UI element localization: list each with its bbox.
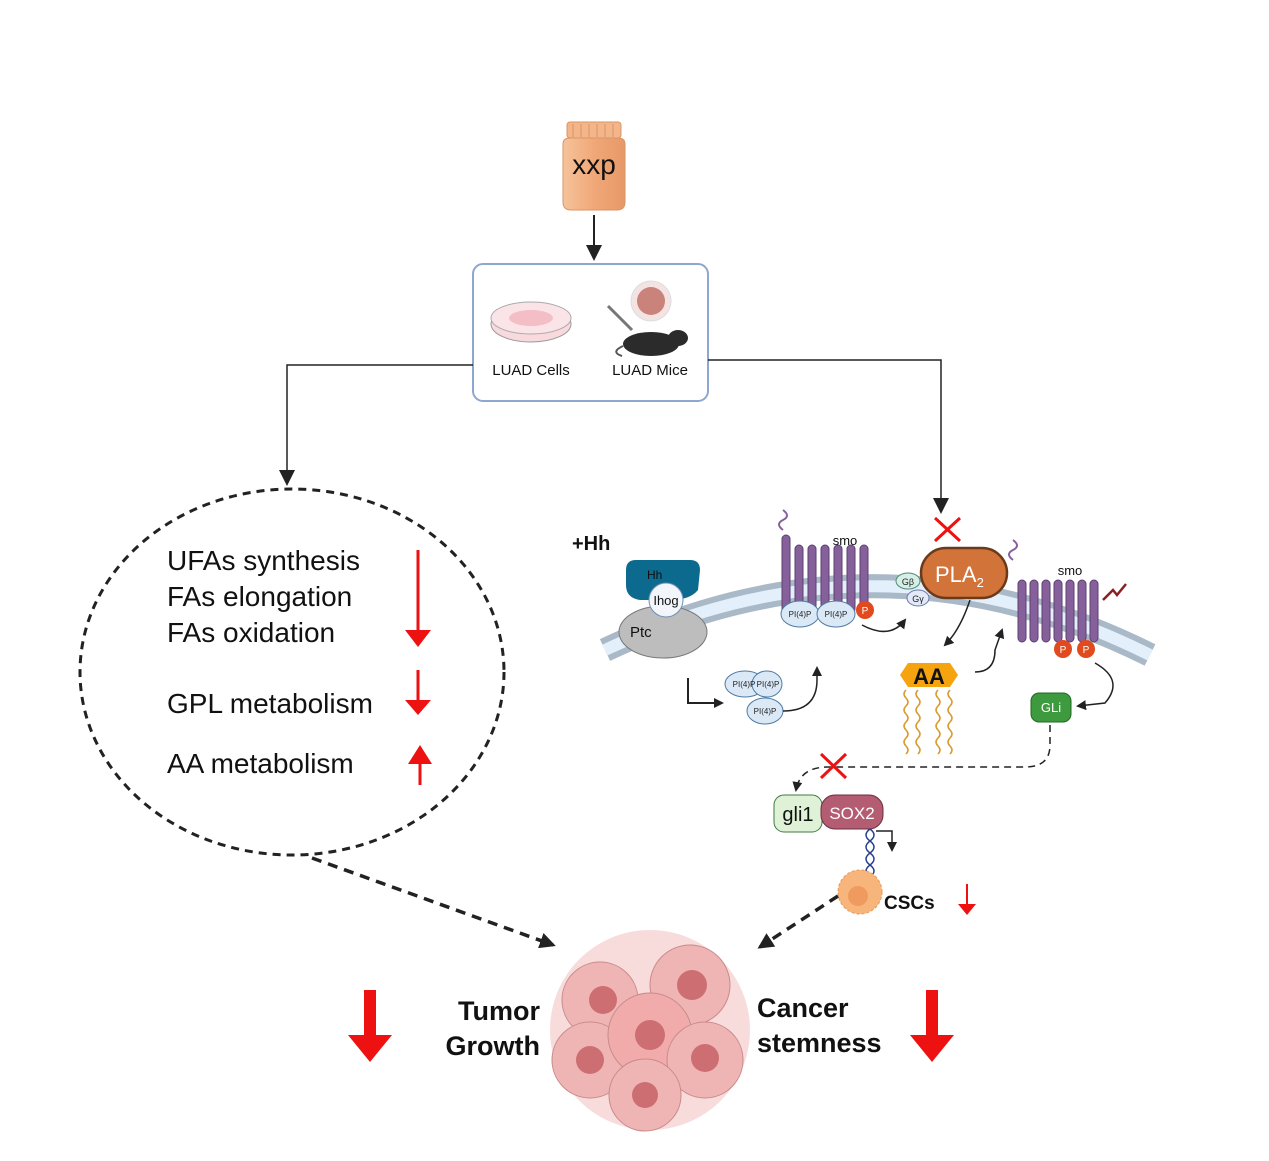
transcription-arrow [876,830,897,852]
cancer-stem-cell-icon [837,869,883,915]
metabolism-gpl: GPL metabolism [167,688,373,719]
phospho-site [856,601,874,619]
mouse-icon [606,280,688,357]
tumor-growth-label: Growth [446,1031,541,1061]
ihog-label: Ihog [653,593,678,608]
arrow-smo2-to-gli [1076,662,1114,711]
g-gamma [906,589,930,607]
cancer-stemness-label: Cancer [757,993,849,1023]
g-beta-label: Gβ [902,577,914,587]
pi4p-label: PI(4)P [825,610,848,619]
pi4p-label: PI(4)P [733,680,756,689]
ihog-protein [648,582,684,618]
sox2-label: SOX2 [829,804,874,823]
arrow-models-to-metabolism [279,364,473,486]
inhibition-x-icon [819,752,848,780]
phospho-site [1054,640,1072,658]
phospho-label: P [862,606,869,617]
smo1-label: smo [833,533,858,548]
smo2-label: smo [1058,563,1083,578]
arrow-pi4p-to-smo [782,666,822,712]
arrow-aa-to-smo2 [974,628,1005,673]
arrow-models-to-pathway [708,359,949,514]
metabolism-fas-elongation: FAs elongation [167,581,352,612]
pla2-label: PLA2 [935,562,984,590]
down-arrow-icon [405,550,431,647]
g-beta [895,572,921,590]
hh-stimulus-label: +Hh [572,533,610,555]
pi4p-cluster [724,670,784,725]
drug-bottle-icon [562,121,626,211]
activation-zigzag-icon [1102,583,1127,601]
cscs-label: CSCs [884,893,935,914]
down-arrow-icon [348,990,392,1062]
arrow-ptc-to-pi4p [687,678,724,708]
cancer-stemness-label: stemness [757,1028,882,1058]
tumor-cluster-icon [550,930,750,1132]
pi4p-label: PI(4)P [757,680,780,689]
metabolism-fas-oxidation: FAs oxidation [167,617,335,648]
down-arrow-icon [405,670,431,715]
inhibition-x-icon [933,516,962,543]
g-gamma-label: Gγ [912,594,924,604]
gli1-label: gli1 [782,804,813,826]
hh-label: Hh [647,568,662,582]
luad-mice-label: LUAD Mice [612,362,688,379]
fatty-acid-chains [903,689,953,755]
aa-label: AA [913,664,945,689]
hh-ligand [626,560,700,600]
gli-protein [1030,692,1072,723]
smo-receptor-2 [1008,539,1099,643]
metabolism-ufas: UFAs synthesis [167,545,360,576]
phospho-site [1077,640,1095,658]
petri-dish-icon [490,301,572,343]
down-arrow-icon [910,990,954,1062]
metabolism-ellipse [78,487,506,857]
arrow-cscs-to-tumor [757,894,839,949]
phospho-label: P [1060,645,1067,656]
sox2-protein [820,794,884,830]
ptc-label: Ptc [630,624,652,641]
aa-molecule [900,663,958,687]
arrow-pla2-to-aa [943,599,971,647]
pi4p-label: PI(4)P [789,610,812,619]
arrow-metabolism-to-tumor [311,856,556,949]
luad-cells-label: LUAD Cells [492,362,570,379]
pi4p-bound [816,600,856,628]
phospho-label: P [1083,645,1090,656]
drug-label: xxp [572,149,616,180]
up-arrow-icon [408,745,432,785]
tumor-growth-label: Tumor [458,996,540,1026]
arrow-gli-to-gli1 [792,725,1051,792]
gli-label: GLi [1041,700,1061,715]
down-arrow-icon [958,884,976,915]
metabolism-aa: AA metabolism [167,748,354,779]
arrow-smo-to-gprotein [861,618,907,633]
pi4p-label: PI(4)P [754,707,777,716]
pla2-enzyme [919,546,1009,600]
